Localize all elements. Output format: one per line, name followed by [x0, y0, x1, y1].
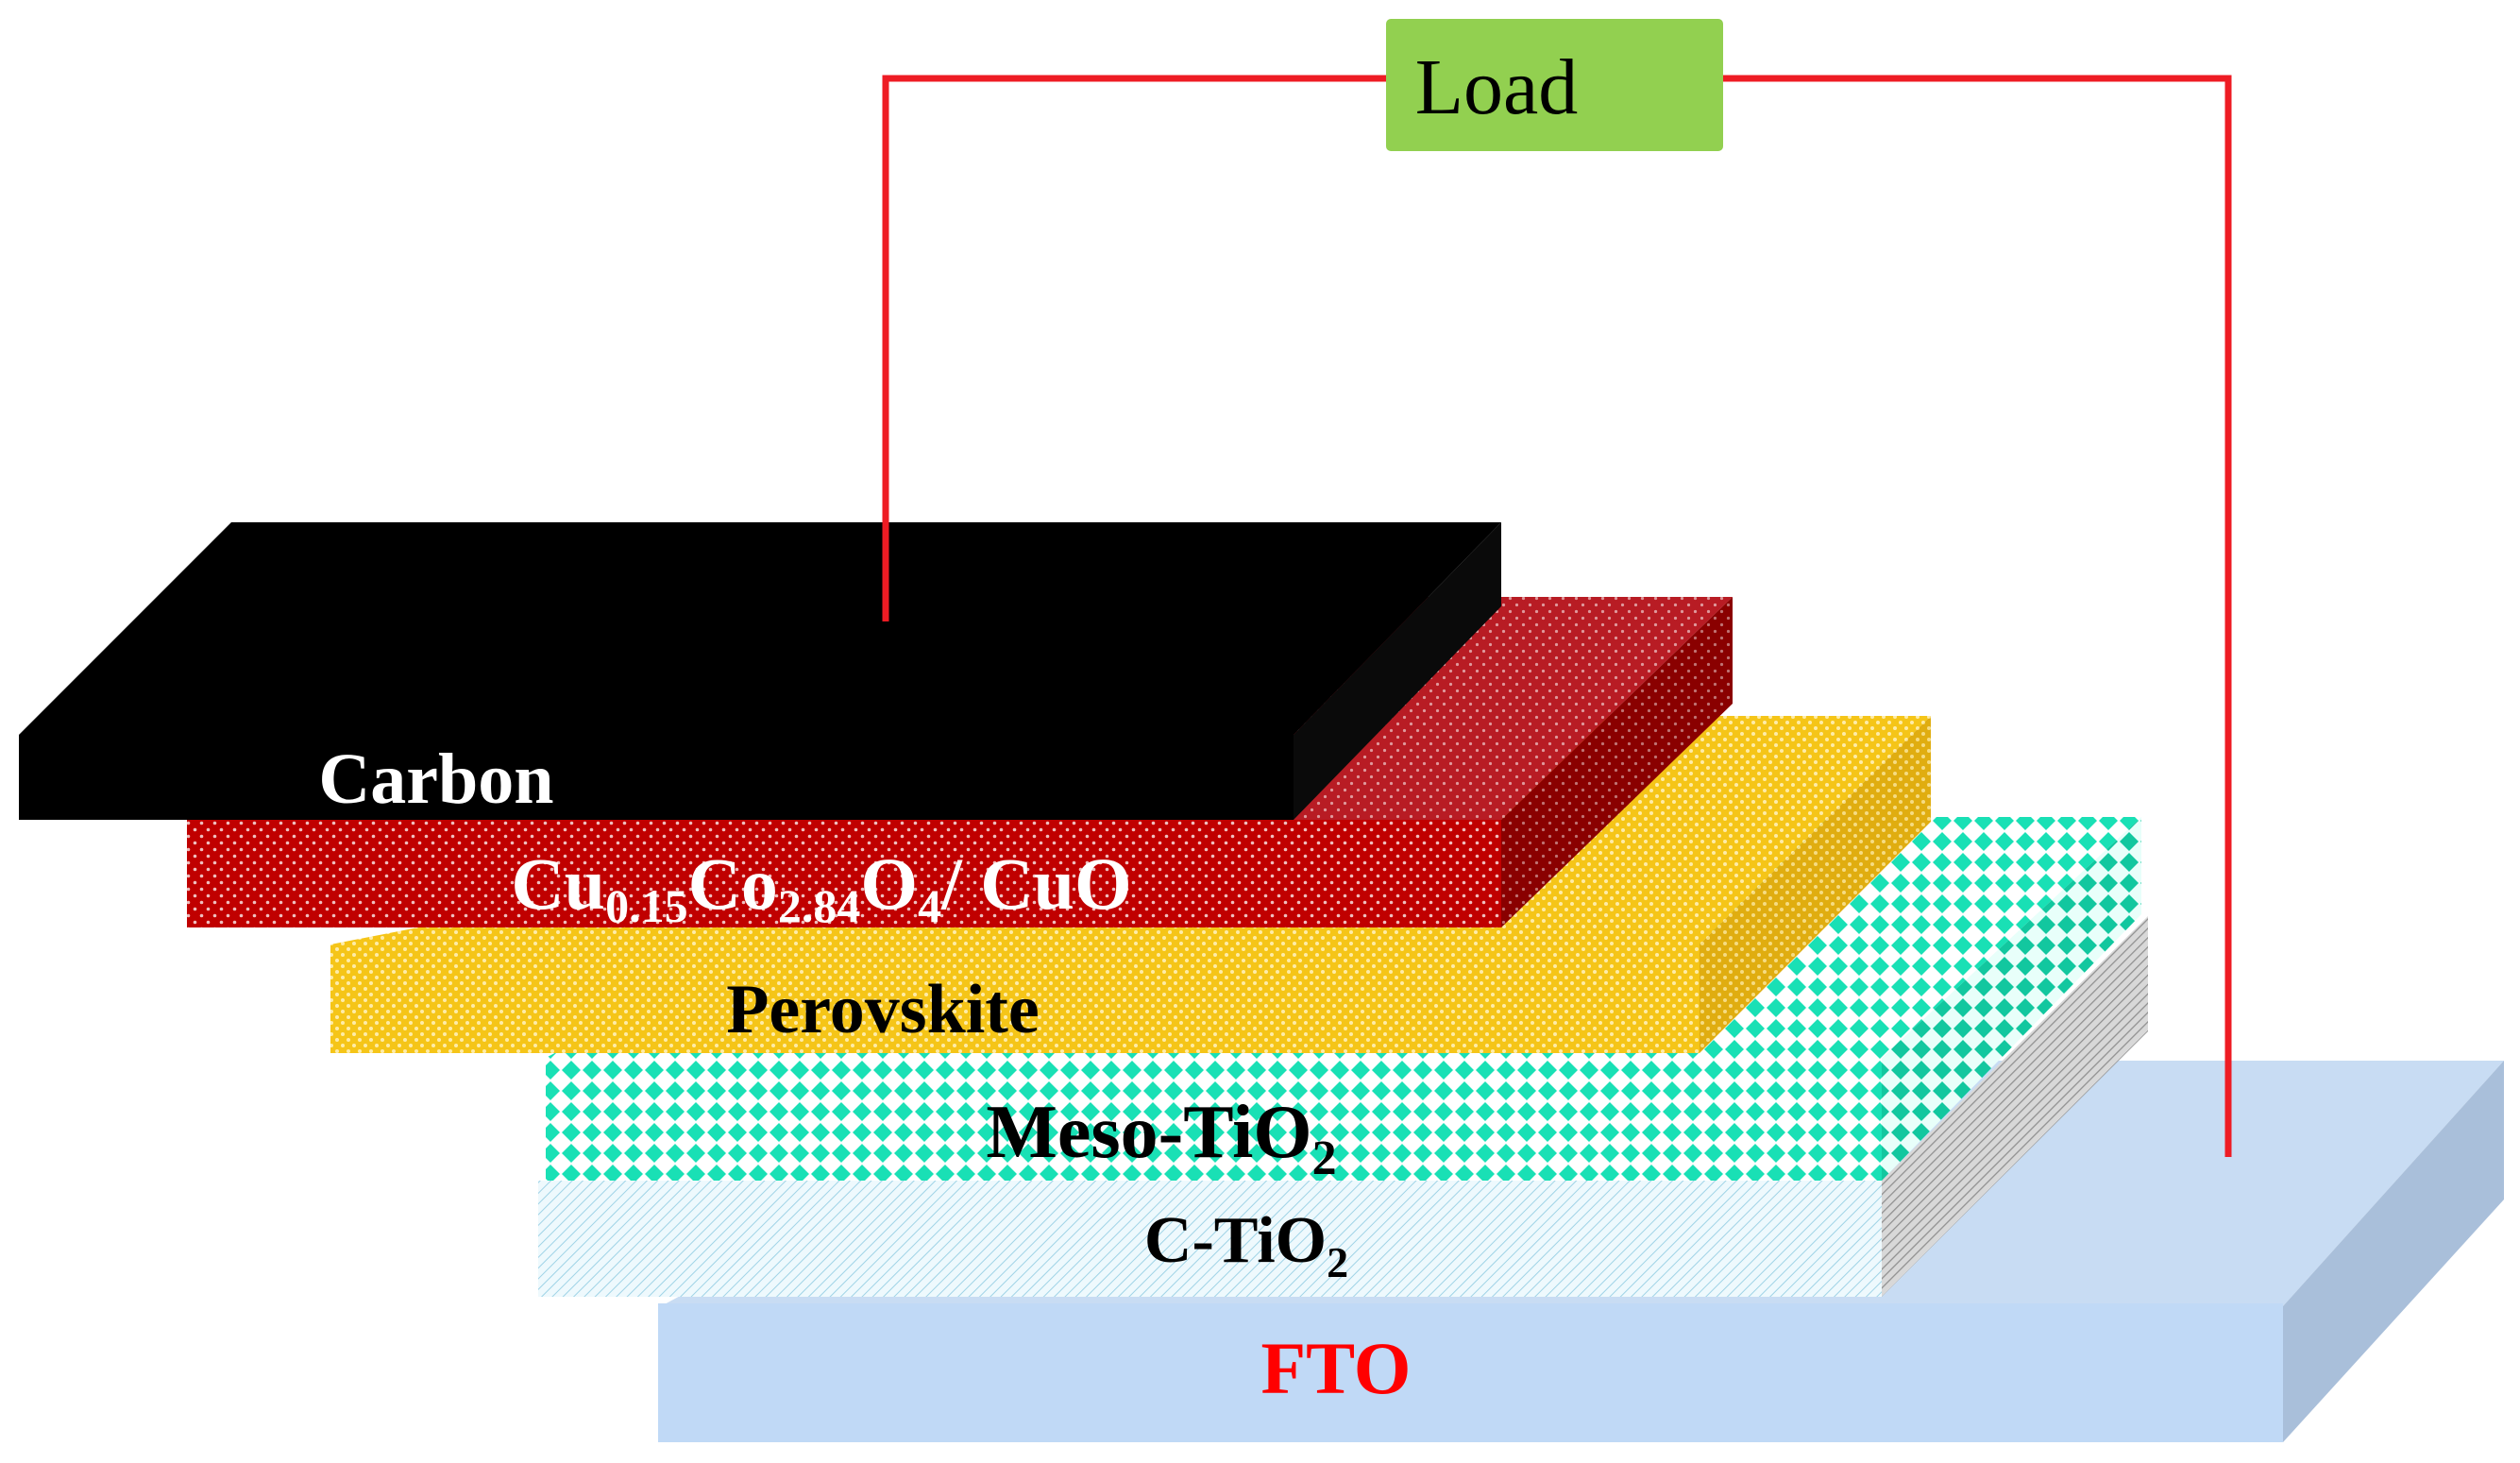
c-tio2-label: C-TiO2: [1144, 1204, 1348, 1286]
c-tio2-layer: C-TiO2: [538, 916, 2148, 1297]
meso-tio2-sub: 2: [1312, 1131, 1337, 1185]
perovskite-label: Perovskite: [726, 971, 1040, 1048]
carbon-layer: Carbon: [19, 522, 1501, 820]
carbon-front-face: [19, 735, 1294, 820]
carbon-side-face: [1294, 522, 1501, 820]
meso-tio2-side-face: [1882, 817, 2141, 1181]
fto-side-face: [2283, 1061, 2504, 1442]
cuco-side-face: [1501, 597, 1733, 927]
cuco-co: Co: [688, 842, 778, 925]
wire-left: [882, 75, 1386, 621]
perovskite-front-face: [330, 944, 1700, 1053]
perovskite-side-face: [1700, 716, 1931, 1053]
cuco-cu-sub: 0.15: [605, 879, 688, 932]
fto-label: FTO: [1261, 1327, 1412, 1409]
cuco-cuo: / CuO: [940, 842, 1132, 925]
load-label: Load: [1415, 43, 1579, 131]
load-box: [1386, 19, 1723, 151]
carbon-top-face: [19, 522, 1501, 735]
meso-tio2-main: Meso-TiO: [986, 1091, 1311, 1174]
meso-tio2-label: Meso-TiO2: [986, 1091, 1336, 1185]
c-tio2-front-face: [538, 1181, 1882, 1297]
c-tio2-main: C-TiO: [1144, 1204, 1327, 1277]
cuco-label: Cu0.15Co2.84O4/ CuO: [511, 842, 1131, 932]
c-tio2-side-face: [1882, 916, 2148, 1297]
cuco-o: O: [860, 842, 918, 925]
cuco-cu: Cu: [511, 842, 605, 925]
cuco-o-sub: 4: [918, 879, 941, 932]
fto-front-face: [658, 1303, 2283, 1442]
carbon-label: Carbon: [318, 740, 553, 819]
meso-tio2-front-face: [546, 1058, 1882, 1181]
wire-right: [1723, 75, 2232, 1157]
cuco-front-face: [187, 820, 1501, 927]
external-circuit: Load: [882, 19, 2232, 1157]
c-tio2-sub: 2: [1327, 1238, 1348, 1286]
cuco-co-sub: 2.84: [778, 879, 861, 932]
